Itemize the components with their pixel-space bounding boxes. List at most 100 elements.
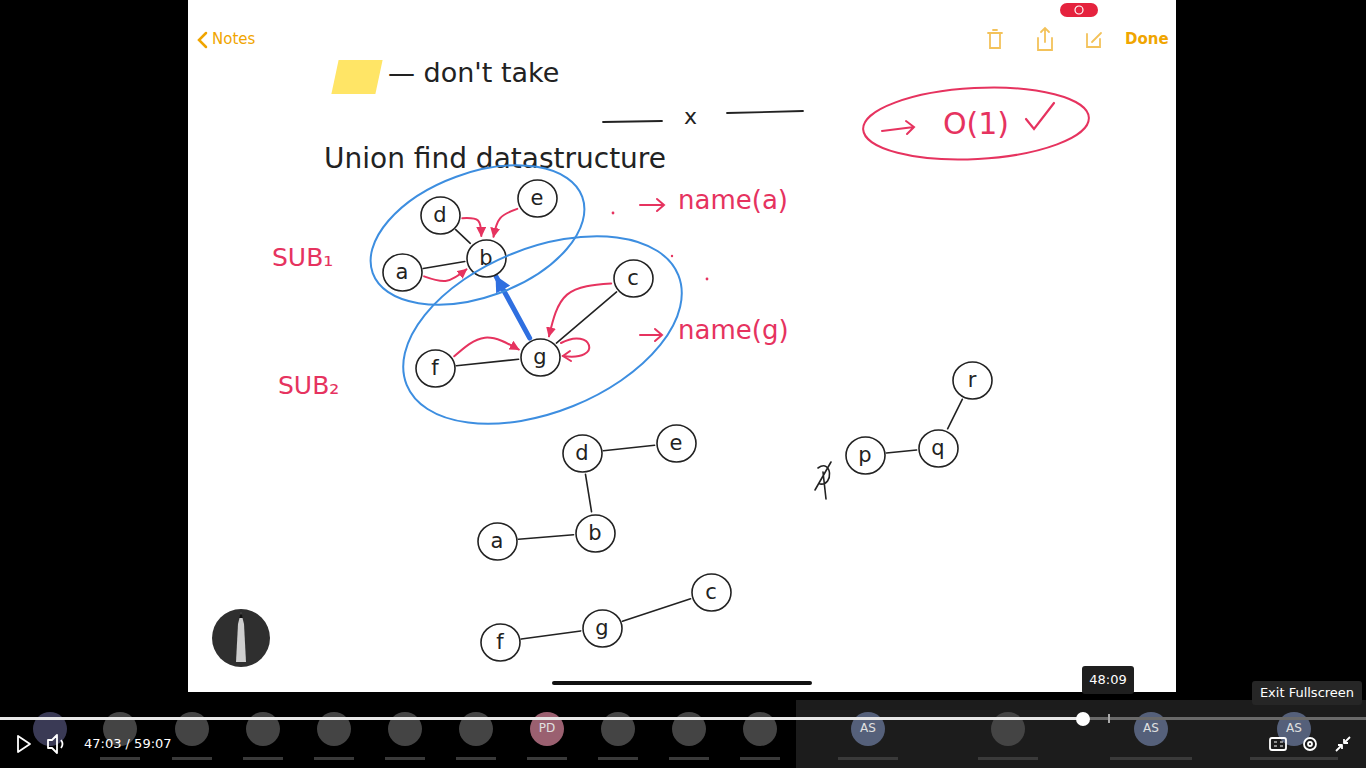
- node-outline: [421, 197, 460, 234]
- progress-bar: [1108, 714, 1110, 723]
- tree-link: [622, 599, 690, 622]
- element-letter: a: [491, 531, 504, 552]
- element-node: g: [582, 608, 623, 649]
- element-letter: f: [431, 358, 438, 379]
- element-letter: e: [670, 433, 683, 454]
- element-letter: p: [858, 445, 871, 466]
- node-outline: [846, 437, 885, 474]
- element-node: a: [382, 252, 423, 293]
- node-outline: [481, 624, 520, 661]
- element-letter: c: [627, 268, 639, 289]
- node-outline: [352, 139, 604, 332]
- parent-pointer: [549, 284, 611, 337]
- element-node: a: [477, 521, 518, 562]
- participant-strip: [978, 757, 1038, 760]
- self-loop: [561, 338, 589, 361]
- participant-strip: [669, 757, 709, 760]
- element-letter: r: [968, 370, 977, 391]
- participant-strip: [100, 757, 140, 760]
- separator-lines: [603, 111, 803, 122]
- back-link: Notes: [212, 31, 255, 48]
- tree-link: [603, 445, 654, 450]
- toolbar-icons: [1087, 33, 1101, 47]
- parent-pointer: [454, 338, 519, 357]
- node-outline: [416, 350, 455, 387]
- toolbar-icons: [1038, 28, 1052, 50]
- complexity-text: O(1): [943, 109, 1009, 139]
- participant-strip: [1250, 757, 1338, 760]
- tree-link: [886, 450, 916, 453]
- pointer-arrows: [640, 329, 662, 341]
- node-outline: [383, 254, 422, 291]
- progress-bar: [0, 717, 1083, 720]
- progress-bar: [0, 712, 1366, 726]
- subset-label: SUB₁: [272, 245, 333, 270]
- home-indicator: [552, 681, 812, 685]
- home-indicator: [552, 681, 812, 685]
- player-controls: [18, 736, 30, 752]
- node-outline: [919, 430, 958, 467]
- parent-pointer: [494, 209, 518, 237]
- element-letter: a: [396, 262, 409, 283]
- node-outline: [692, 574, 731, 611]
- node-outline: [478, 523, 517, 560]
- element-letter: d: [433, 205, 446, 226]
- element-node: b: [575, 513, 616, 554]
- node-outline: [1026, 103, 1054, 129]
- participant-strip: [172, 757, 212, 760]
- participant-strip: [527, 757, 567, 760]
- pointer-arrows: [640, 199, 664, 211]
- notes-page: [188, 0, 1176, 692]
- done-button: Done: [1125, 31, 1169, 48]
- element-letter: c: [705, 582, 717, 603]
- participant-initials: AS: [860, 722, 876, 735]
- pen-tool: [212, 609, 270, 667]
- element-node: r: [952, 360, 993, 401]
- toolbar-icons: [199, 28, 1101, 50]
- node-outline: [518, 180, 557, 217]
- tree-link: [456, 359, 518, 366]
- element-node: c: [691, 572, 732, 613]
- tree-link: [585, 474, 591, 512]
- element-letter: q: [931, 438, 944, 459]
- participant-strip: [100, 757, 1338, 760]
- element-node: e: [656, 423, 697, 464]
- element-node: f: [415, 348, 456, 389]
- pointer-arrows: [612, 212, 615, 215]
- node-outline: [576, 515, 615, 552]
- playback-time: 47:03 / 59:07: [84, 737, 172, 751]
- separator-lines: [603, 121, 662, 122]
- participant-strip: [796, 700, 1366, 768]
- toolbar-icons: [988, 30, 1002, 48]
- record-indicator: [1060, 3, 1098, 17]
- node-outline: [882, 121, 914, 134]
- player-controls: [1270, 738, 1286, 750]
- participant-strip: [456, 757, 496, 760]
- tree-link: [948, 399, 963, 429]
- element-letter: f: [496, 632, 503, 653]
- scribble: [815, 462, 831, 499]
- node-outline: [953, 362, 992, 399]
- node-outline: [861, 82, 1090, 165]
- player-controls: [1274, 742, 1283, 746]
- highlight-swatch: [331, 60, 382, 94]
- legend-text: — don't take: [388, 58, 559, 88]
- parent-pointer: [462, 218, 481, 236]
- element-node: d: [420, 195, 461, 236]
- time-tooltip: 48:09: [1082, 666, 1133, 694]
- participant-strip: [385, 757, 425, 760]
- element-letter: e: [531, 188, 544, 209]
- record-indicator: [1075, 6, 1083, 14]
- record-indicator: [1060, 3, 1098, 17]
- toolbar-icons: [199, 33, 206, 47]
- element-letter: d: [575, 443, 588, 464]
- pointer-arrows: [671, 255, 673, 257]
- subset-group: SUB₁deab: [370, 165, 585, 305]
- pointer-note: name(a): [678, 186, 788, 215]
- node-outline: [614, 260, 653, 297]
- element-letter: g: [533, 347, 546, 368]
- tree-link: [423, 262, 465, 269]
- element-node: f: [480, 622, 521, 663]
